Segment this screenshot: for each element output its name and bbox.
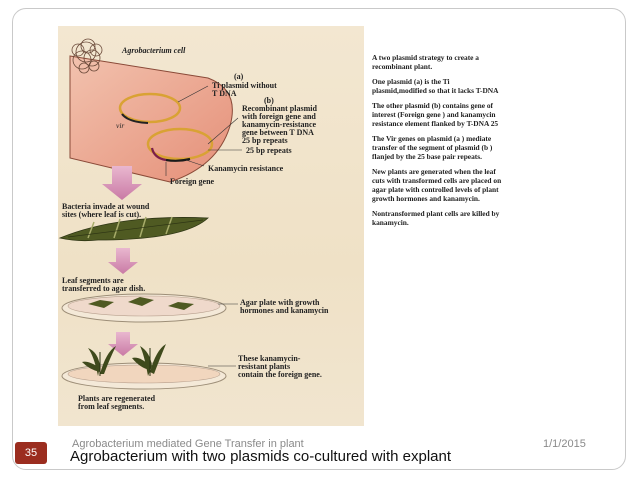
label-kanamycin-resistance: Kanamycin resistance (208, 164, 284, 173)
notes-panel: A two plasmid strategy to create a recom… (372, 53, 594, 233)
note-1: A two plasmid strategy to create a recom… (372, 53, 480, 71)
plasmid-b (146, 127, 214, 161)
note-4: The Vir genes on plasmid (a ) mediate tr… (372, 134, 493, 161)
step1-line2: sites (where leaf is cut). (62, 210, 142, 219)
leaf (58, 216, 209, 242)
label-a-line2: T DNA (212, 89, 237, 98)
label-foreign-gene: Foreign gene (170, 177, 215, 186)
step2-line2: transferred to agar dish. (62, 284, 146, 293)
plant-dish (61, 344, 236, 390)
label-b-line3: kanamycin-resistance (242, 120, 317, 129)
label-agrobacterium-cell: Agrobacterium cell (122, 46, 186, 55)
note-6: Nontransformed plant cells are killed by… (372, 209, 500, 227)
label-b-tag: (b) (264, 96, 274, 105)
chromosome-tangle (71, 38, 103, 74)
label-b-line5: 25 bp repeats (242, 136, 288, 145)
label-b-line1: Recombinant plasmid (242, 104, 317, 113)
slide-number-badge: 35 (15, 442, 47, 464)
plasmid-a (118, 92, 182, 124)
step5-line2: from leaf segments. (78, 402, 145, 411)
agrobacterium-cell (69, 55, 233, 183)
footer-date: 1/1/2015 (543, 438, 586, 450)
label-a-line1: Ti plasmid without (212, 81, 277, 90)
figure-drawing (58, 38, 242, 390)
step2-line1: Leaf segments are (62, 276, 124, 285)
note-2: One plasmid (a) is the Ti plasmid,modifi… (372, 77, 499, 95)
label-a-tag: (a) (234, 72, 244, 81)
agar-dish (61, 293, 238, 323)
step5-line1: Plants are regenerated (78, 394, 156, 403)
process-arrow-2 (108, 248, 138, 274)
process-arrow-1 (102, 166, 142, 200)
step4-line1: These kanamycin- (238, 354, 301, 363)
label-b-line4: gene between T DNA (242, 128, 314, 137)
footer-title: Agrobacterium mediated Gene Transfer in … (72, 438, 304, 450)
slide-caption: Agrobacterium with two plasmids co-cultu… (70, 448, 451, 465)
step4-line2: resistant plants (238, 362, 291, 371)
figure-illustration: Agrobacterium cell (a) Ti plasmid withou… (58, 26, 364, 426)
process-arrow-3 (108, 332, 138, 356)
label-b-line2: with foreign gene and (242, 112, 316, 121)
label-vir: vir (116, 121, 125, 130)
step4-line3: contain the foreign gene. (238, 370, 322, 379)
label-25bp-repeats: 25 bp repeats (246, 146, 292, 155)
step3-line1: Agar plate with growth (240, 298, 320, 307)
step1-line1: Bacteria invade at wound (62, 202, 150, 211)
step3-line2: hormones and kanamycin (240, 306, 329, 315)
note-5: New plants are generated when the leaf c… (372, 167, 502, 203)
note-3: The other plasmid (b) contains gene of i… (372, 101, 499, 128)
